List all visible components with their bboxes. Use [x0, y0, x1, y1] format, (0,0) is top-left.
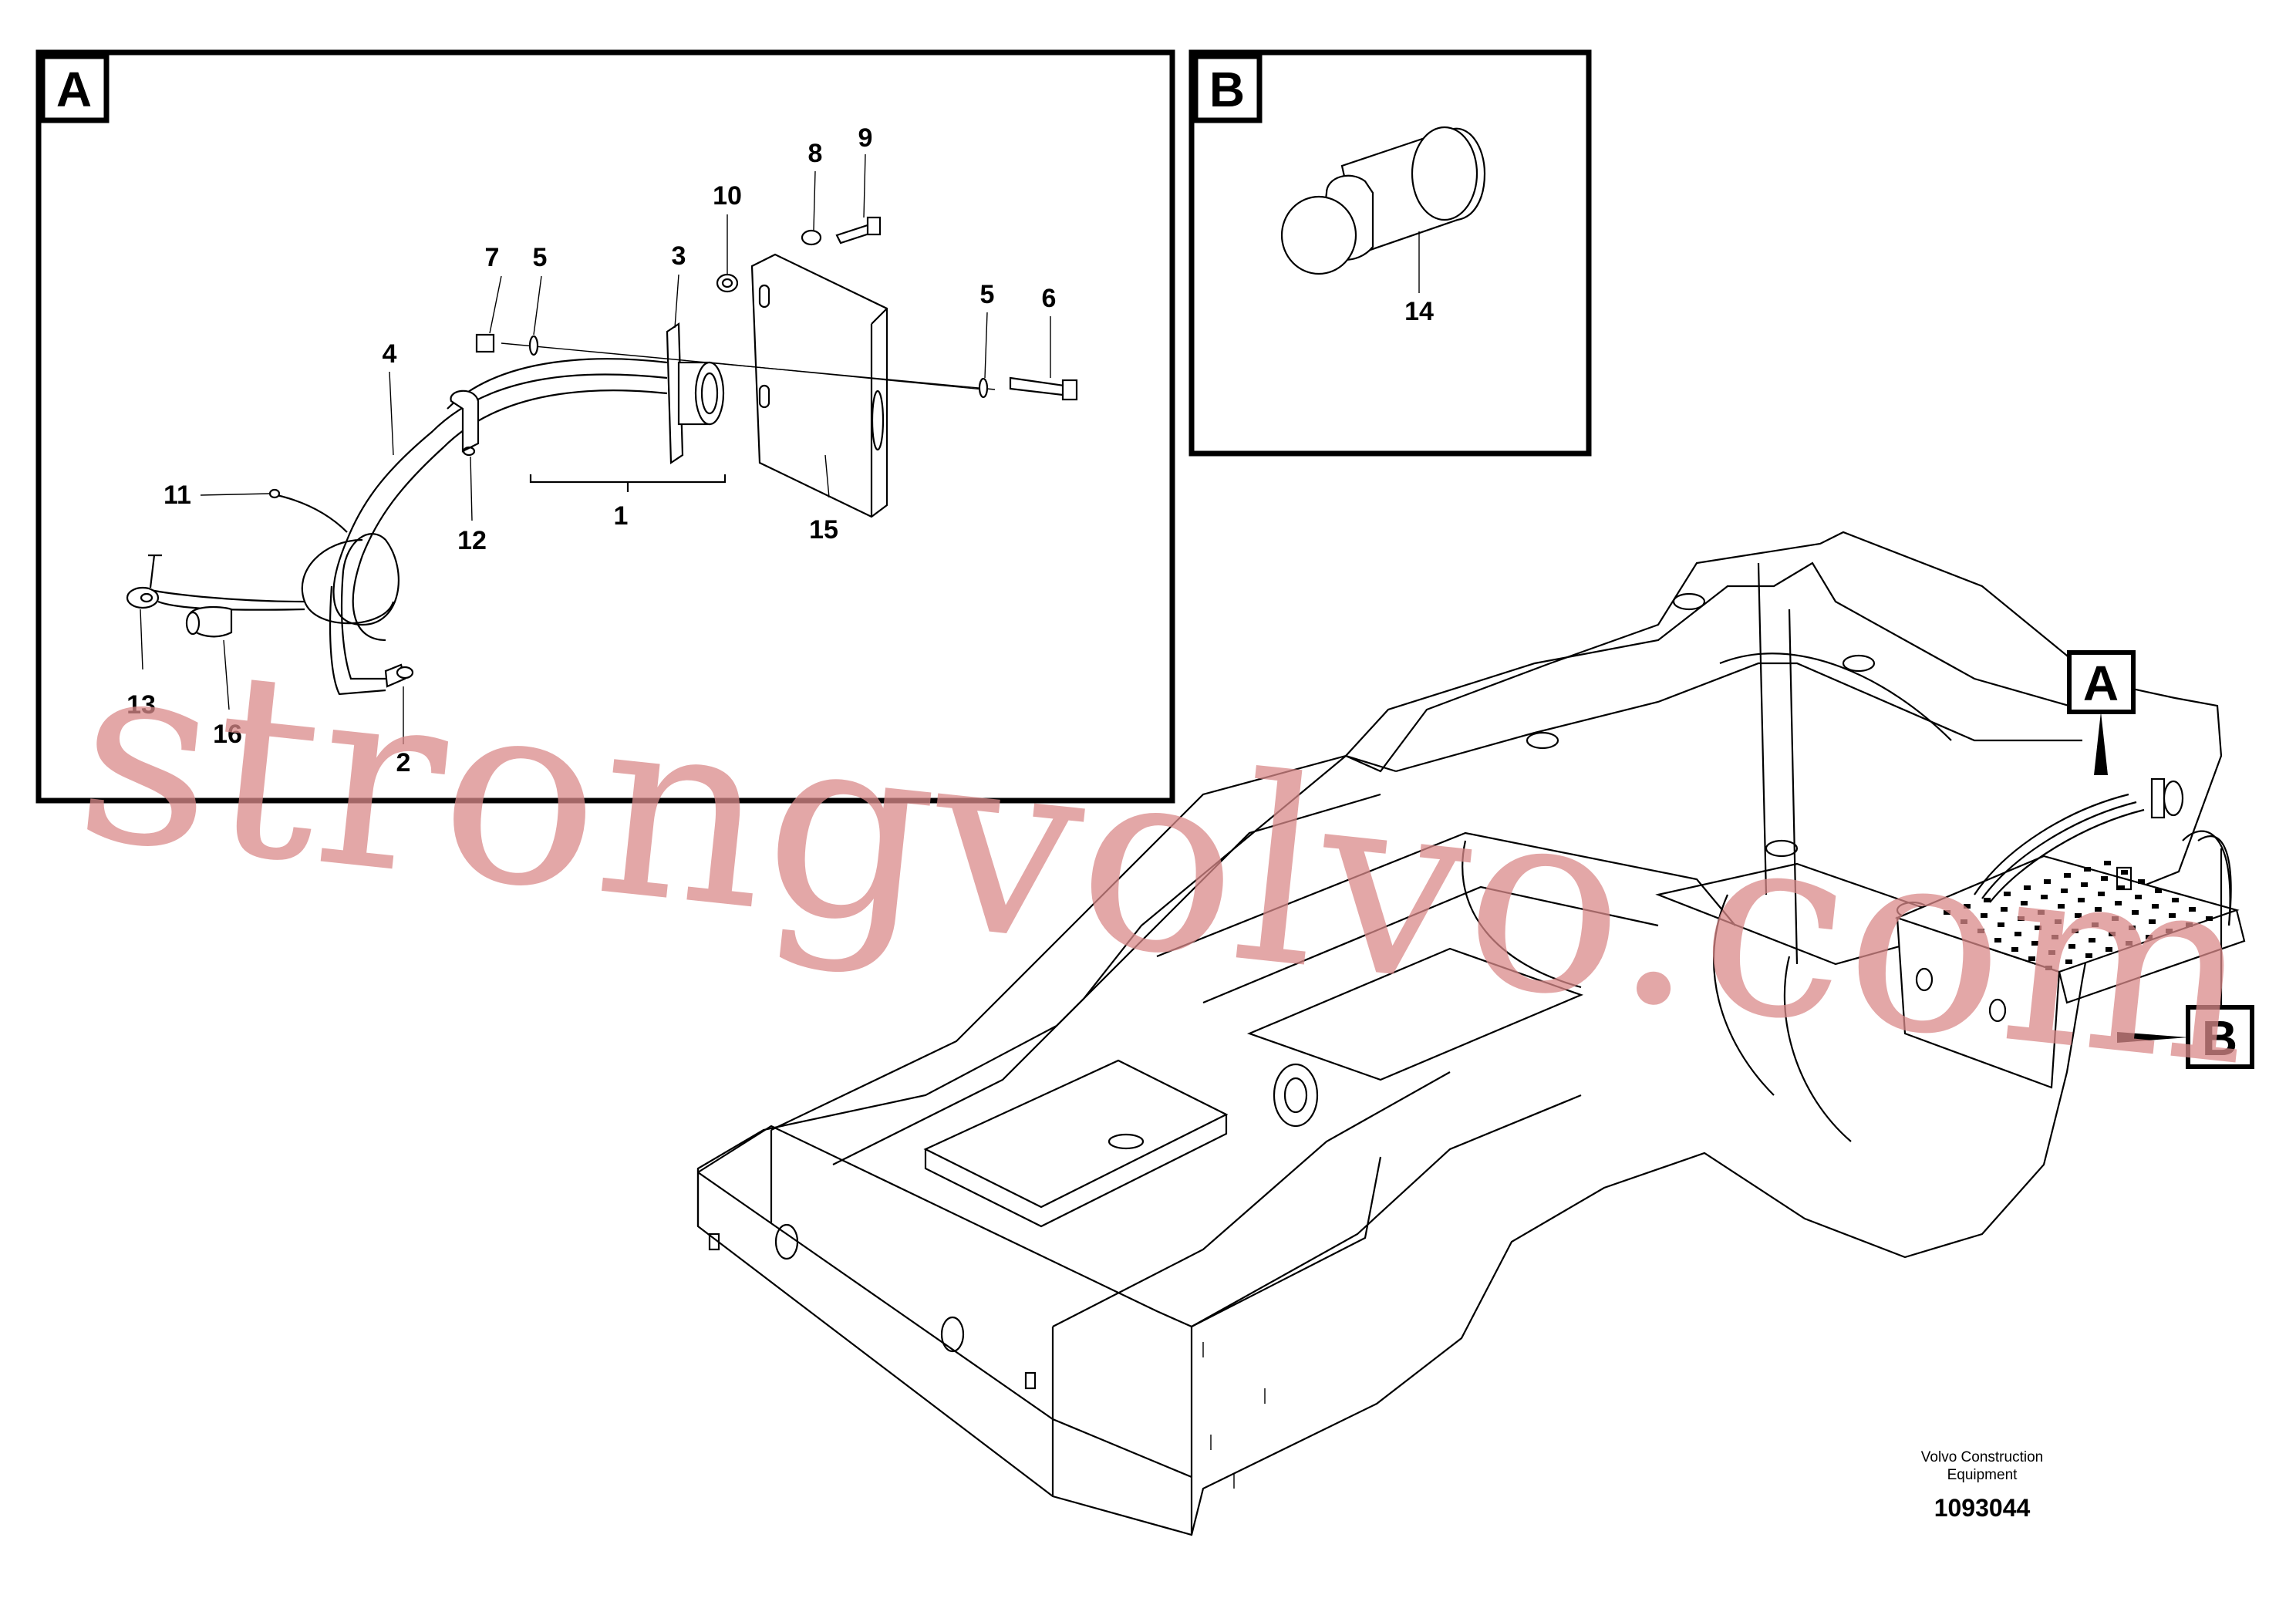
callout-6: 6	[1042, 284, 1057, 313]
callout-1: 1	[614, 501, 629, 531]
callout-4: 4	[383, 339, 397, 369]
overview-marker-b-label: B	[2202, 1010, 2237, 1066]
detail-a-badge: A	[39, 53, 110, 123]
callout-10: 10	[713, 181, 742, 211]
detail-a-drawing	[126, 153, 1078, 744]
perforated-cover	[1944, 861, 2213, 970]
overview-marker-b: B	[2117, 1005, 2254, 1069]
callout-8: 8	[808, 139, 823, 168]
overview-marker-a-label: A	[2083, 656, 2119, 711]
callout-9: 9	[858, 123, 873, 153]
company-name-line1: Volvo Construction	[1921, 1449, 2043, 1465]
callout-11: 11	[164, 481, 191, 510]
callout-15: 15	[809, 515, 838, 545]
detail-a-callouts: 7 5 3 10 8 9 5 6 4 11 12 1 15 13 16 2	[126, 123, 1056, 777]
machine-frame-drawing	[696, 531, 2246, 1536]
detail-a-frame	[35, 49, 1175, 804]
callout-14: 14	[1404, 297, 1434, 326]
callout-12: 12	[457, 526, 487, 555]
callout-13: 13	[126, 690, 156, 720]
detail-a-badge-label: A	[56, 62, 92, 117]
callout-5-left: 5	[533, 243, 548, 272]
callout-2: 2	[396, 748, 411, 777]
footer: Volvo Construction Equipment 1093044	[1921, 1449, 2043, 1522]
callout-7: 7	[485, 243, 500, 272]
detail-b-drawing: 14	[1280, 126, 1486, 326]
overview-marker-a: A	[2067, 650, 2136, 775]
detail-b-badge-label: B	[1209, 62, 1245, 117]
callout-16: 16	[213, 720, 242, 749]
callout-5-right: 5	[980, 280, 995, 309]
callout-3: 3	[672, 241, 686, 271]
document-number: 1093044	[1934, 1494, 2031, 1522]
detail-b-badge: B	[1192, 53, 1263, 123]
company-name-line2: Equipment	[1947, 1467, 2018, 1483]
